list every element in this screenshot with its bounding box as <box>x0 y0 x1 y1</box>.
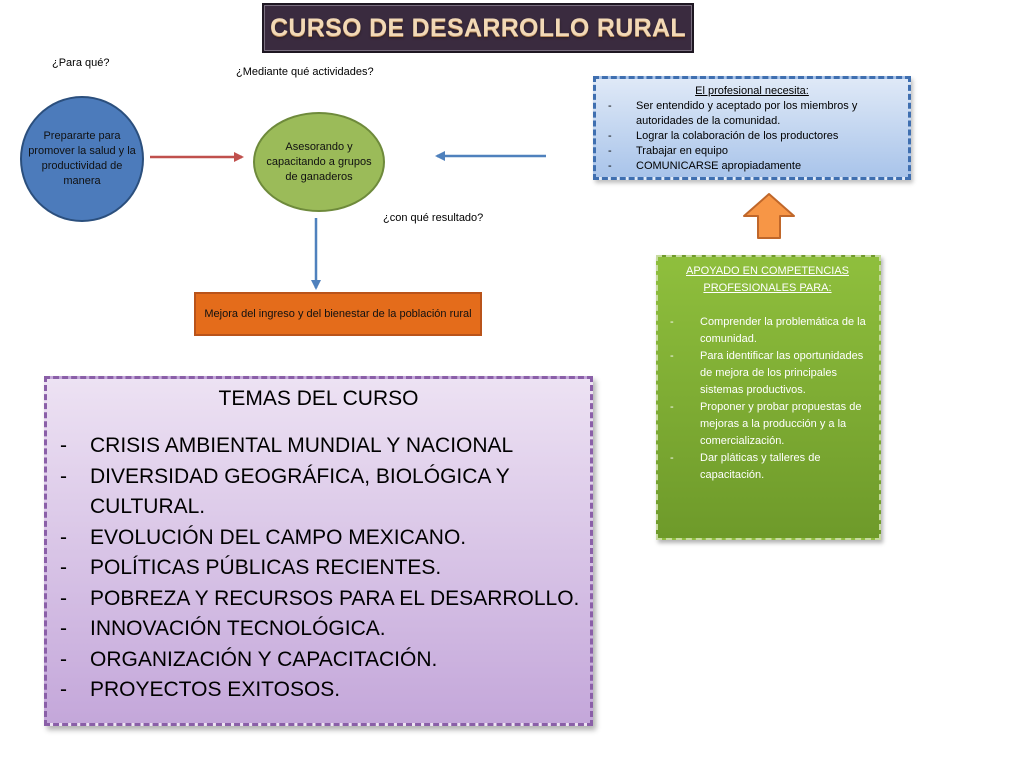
list-item: Dar pláticas y talleres de capacitación. <box>666 450 869 484</box>
profesional-box: El profesional necesita: Ser entendido y… <box>593 76 911 180</box>
list-item: DIVERSIDAD GEOGRÁFICA, BIOLÓGICA Y CULTU… <box>57 462 580 523</box>
list-item: Lograr la colaboración de los productore… <box>604 129 900 144</box>
list-item: Comprender la problemática de la comunid… <box>666 314 869 348</box>
title-banner: CURSO DE DESARROLLO RURAL <box>262 3 694 53</box>
list-item: INNOVACIÓN TECNOLÓGICA. <box>57 614 580 645</box>
competencias-list: Comprender la problemática de la comunid… <box>666 314 869 484</box>
result-box: Mejora del ingreso y del bienestar de la… <box>194 292 482 336</box>
list-item: PROYECTOS EXITOSOS. <box>57 675 580 706</box>
competencias-heading: APOYADO EN COMPETENCIAS PROFESIONALES PA… <box>686 265 849 294</box>
competencias-box: APOYADO EN COMPETENCIAS PROFESIONALES PA… <box>656 255 881 540</box>
temas-heading: TEMAS DEL CURSO <box>218 387 419 410</box>
activities-circle: Asesorando y capacitando a grupos de gan… <box>253 112 385 212</box>
list-item: Trabajar en equipo <box>604 144 900 159</box>
up-arrow-icon <box>743 193 795 239</box>
question-resultado: ¿con qué resultado? <box>383 212 484 224</box>
list-item: EVOLUCIÓN DEL CAMPO MEXICANO. <box>57 523 580 554</box>
list-item: POBREZA Y RECURSOS PARA EL DESARROLLO. <box>57 584 580 615</box>
profesional-heading: El profesional necesita: <box>695 85 809 97</box>
question-para-que: ¿Para qué? <box>52 57 110 69</box>
purpose-circle-text: Prepararte para promover la salud y la p… <box>28 130 136 187</box>
activities-circle-text: Asesorando y capacitando a grupos de gan… <box>266 140 372 183</box>
list-item: CRISIS AMBIENTAL MUNDIAL Y NACIONAL <box>57 431 580 462</box>
result-box-text: Mejora del ingreso y del bienestar de la… <box>204 307 472 320</box>
temas-box: TEMAS DEL CURSO CRISIS AMBIENTAL MUNDIAL… <box>44 376 593 726</box>
temas-list: CRISIS AMBIENTAL MUNDIAL Y NACIONAL DIVE… <box>57 431 580 706</box>
question-mediante: ¿Mediante qué actividades? <box>236 66 374 78</box>
list-item: ORGANIZACIÓN Y CAPACITACIÓN. <box>57 645 580 676</box>
list-item: POLÍTICAS PÚBLICAS RECIENTES. <box>57 553 580 584</box>
list-item: Ser entendido y aceptado por los miembro… <box>604 99 900 129</box>
list-item: COMUNICARSE apropiadamente <box>604 159 900 174</box>
page-title: CURSO DE DESARROLLO RURAL <box>270 13 686 42</box>
list-item: Para identificar las oportunidades de me… <box>666 348 869 399</box>
profesional-list: Ser entendido y aceptado por los miembro… <box>604 99 900 174</box>
list-item: Proponer y probar propuestas de mejoras … <box>666 399 869 450</box>
purpose-circle: Prepararte para promover la salud y la p… <box>20 96 144 222</box>
